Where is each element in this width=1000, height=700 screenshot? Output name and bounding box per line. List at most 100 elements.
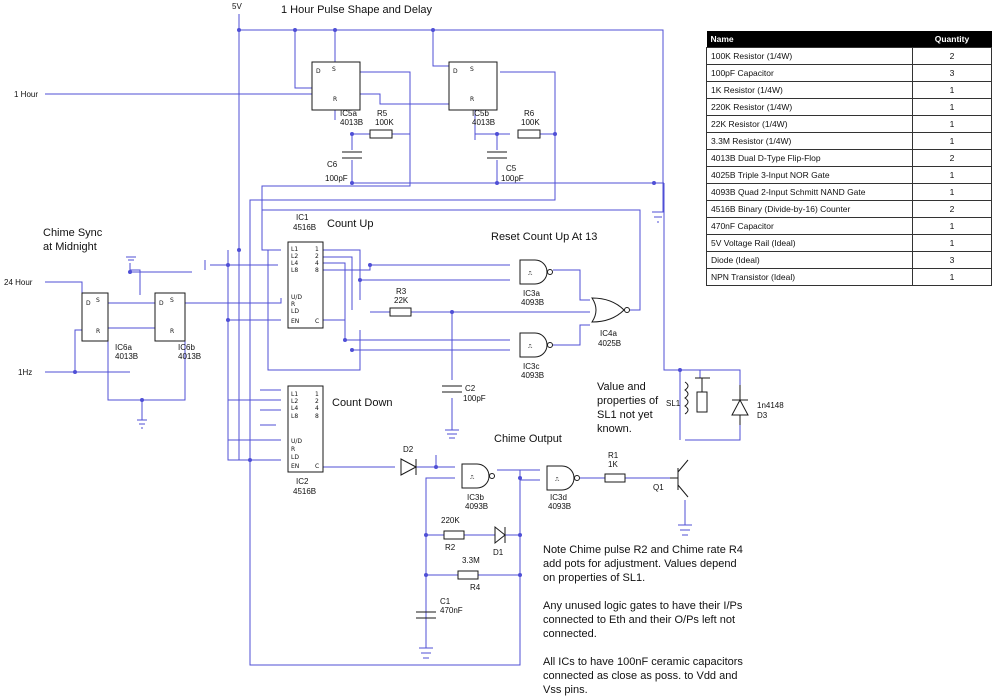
svg-text:R6: R6 — [524, 109, 535, 118]
svg-text:LD: LD — [291, 308, 299, 315]
table-row: 220K Resistor (1/4W)1 — [706, 98, 992, 116]
svg-text:SL1 not yet: SL1 not yet — [597, 409, 653, 421]
svg-text:U/D: U/D — [291, 438, 302, 445]
ic3c-nand-gate: ⎍ IC3c 4093B — [519, 332, 553, 380]
svg-text:IC3c: IC3c — [523, 362, 539, 371]
svg-text:Q1: Q1 — [653, 483, 664, 492]
svg-text:C5: C5 — [506, 164, 517, 173]
bom-header-quantity: Quantity — [912, 31, 992, 48]
bill-of-materials-table: Name Quantity 100K Resistor (1/4W)2 100p… — [706, 31, 992, 286]
svg-text:connected to Eth and their O/P: connected to Eth and their O/Ps left not — [543, 614, 735, 626]
svg-text:R: R — [470, 96, 474, 103]
table-row: Diode (Ideal)3 — [706, 251, 992, 269]
svg-text:4013B: 4013B — [178, 352, 201, 361]
bom-part-name: 4013B Dual D-Type Flip-Flop — [706, 149, 913, 167]
bom-part-qty: 3 — [912, 64, 992, 82]
ic3d-nand-gate: ⎍ IC3d 4093B — [546, 465, 580, 511]
svg-text:⎍: ⎍ — [555, 476, 560, 483]
bom-part-name: 4025B Triple 3-Input NOR Gate — [706, 166, 913, 184]
r2-resistor: 220K R2 — [441, 516, 465, 552]
bom-part-name: Diode (Ideal) — [706, 251, 913, 269]
svg-text:R: R — [170, 328, 174, 335]
svg-text:All ICs to have 100nF ceramic: All ICs to have 100nF ceramic capacitors — [543, 656, 743, 668]
r3-resistor: R3 22K — [389, 287, 412, 317]
schematic-labels: 1 Hour Pulse Shape and Delay 5V 1 Hour 2… — [4, 2, 597, 445]
svg-text:L8: L8 — [291, 413, 298, 420]
svg-text:connected as close as poss. to: connected as close as poss. to Vdd and — [543, 670, 737, 682]
ic3b-nand-gate: ⎍ IC3b 4093B — [461, 463, 495, 511]
svg-text:S: S — [170, 297, 174, 304]
input-24-hour: 24 Hour — [4, 278, 33, 287]
svg-text:R5: R5 — [377, 109, 388, 118]
bom-header-row: Name Quantity — [706, 31, 992, 48]
svg-text:add pots for adjustment. Value: add pots for adjustment. Values depend — [543, 558, 737, 570]
bom-part-name: 470nF Capacitor — [706, 217, 913, 235]
table-row: 3.3M Resistor (1/4W)1 — [706, 132, 992, 150]
ic5a-flipflop: D S R IC5a 4013B — [311, 61, 363, 127]
svg-text:C1: C1 — [440, 597, 451, 606]
svg-text:100K: 100K — [375, 118, 394, 127]
svg-text:1: 1 — [315, 246, 319, 253]
svg-text:4: 4 — [315, 260, 319, 267]
chime-sync-title: Chime Sync — [43, 227, 103, 239]
svg-text:Vss pins.: Vss pins. — [543, 684, 588, 696]
svg-text:C: C — [315, 318, 319, 325]
svg-text:C6: C6 — [327, 160, 338, 169]
d1-diode: D1 — [493, 525, 506, 557]
svg-text:⎍: ⎍ — [528, 270, 533, 277]
svg-text:properties of: properties of — [597, 395, 659, 407]
svg-text:3.3M: 3.3M — [462, 556, 480, 565]
svg-text:EN: EN — [291, 318, 299, 325]
svg-text:4093B: 4093B — [521, 298, 544, 307]
bom-part-name: 3.3M Resistor (1/4W) — [706, 132, 913, 150]
svg-text:Note Chime pulse R2 and Chime: Note Chime pulse R2 and Chime rate R4 — [543, 544, 743, 556]
svg-text:1K: 1K — [608, 460, 618, 469]
svg-text:100K: 100K — [521, 118, 540, 127]
svg-text:4013B: 4013B — [472, 118, 495, 127]
sl1-solenoid: SL1 — [666, 377, 710, 415]
svg-text:known.: known. — [597, 423, 632, 435]
bom-part-name: 4093B Quad 2-Input Schmitt NAND Gate — [706, 183, 913, 201]
design-notes: Note Chime pulse R2 and Chime rate R4 ad… — [543, 544, 743, 696]
svg-text:⎍: ⎍ — [470, 474, 475, 481]
svg-text:4516B: 4516B — [293, 487, 316, 496]
title-pulse-shape: 1 Hour Pulse Shape and Delay — [281, 4, 433, 16]
svg-text:IC1: IC1 — [296, 213, 309, 222]
d2-diode: D2 — [400, 445, 418, 476]
c1-capacitor: C1 470nF — [416, 597, 463, 619]
svg-text:L4: L4 — [291, 405, 298, 412]
svg-text:R: R — [333, 96, 337, 103]
c6-capacitor: C6 100pF — [325, 151, 362, 183]
junction-dots — [73, 28, 682, 577]
bom-part-name: 4516B Binary (Divide-by-16) Counter — [706, 200, 913, 218]
bom-part-qty: 1 — [912, 115, 992, 133]
ic6b-flipflop: D S R IC6b 4013B — [154, 292, 201, 361]
table-row: 1K Resistor (1/4W)1 — [706, 81, 992, 99]
svg-text:L2: L2 — [291, 253, 298, 260]
svg-text:L1: L1 — [291, 246, 298, 253]
ic5b-flipflop: D S R IC5b 4013B — [448, 61, 498, 127]
count-up-title: Count Up — [327, 218, 373, 230]
count-down-title: Count Down — [332, 397, 393, 409]
svg-text:4013B: 4013B — [115, 352, 138, 361]
svg-text:2: 2 — [315, 253, 319, 260]
svg-text:IC4a: IC4a — [600, 329, 617, 338]
svg-text:S: S — [470, 66, 474, 73]
svg-text:4025B: 4025B — [598, 339, 621, 348]
bom-part-qty: 2 — [912, 149, 992, 167]
svg-text:D3: D3 — [757, 411, 768, 420]
d3-diode: 1n4148 D3 — [731, 385, 784, 425]
bom-part-qty: 1 — [912, 132, 992, 150]
svg-text:D: D — [453, 68, 458, 75]
svg-text:C: C — [315, 463, 319, 470]
svg-text:on properties of SL1.: on properties of SL1. — [543, 572, 645, 584]
bom-part-qty: 1 — [912, 217, 992, 235]
svg-text:L2: L2 — [291, 398, 298, 405]
rail-5v-label: 5V — [232, 2, 242, 11]
